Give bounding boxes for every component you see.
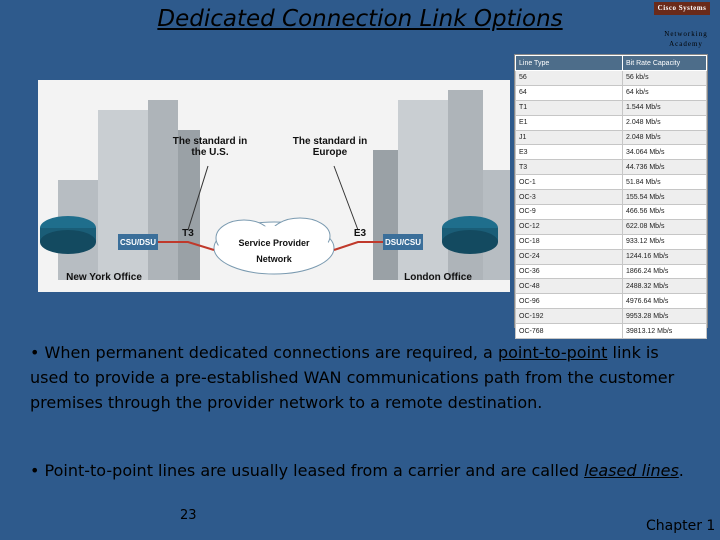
europe-pointer-line <box>333 165 359 231</box>
cell-bit-rate: 1866.24 Mb/s <box>622 263 707 280</box>
label-new-york-office: New York Office <box>66 272 142 283</box>
right-csu-dsu-icon <box>383 234 423 250</box>
cell-bit-rate: 155.54 Mb/s <box>622 189 707 206</box>
label-europe-standard: The standard in Europe <box>292 136 368 158</box>
right-router-icon <box>442 216 498 254</box>
cell-line-type: 56 <box>515 70 623 86</box>
left-building-icon <box>58 100 200 280</box>
para1-text-pre: • When permanent dedicated connections a… <box>30 343 498 362</box>
cell-line-type: T3 <box>515 159 623 176</box>
provider-cloud-icon <box>213 217 335 275</box>
page-number: 23 <box>180 508 197 523</box>
para2-text-post: . <box>678 461 684 480</box>
cell-line-type: T1 <box>515 99 623 116</box>
header-bit-rate: Bit Rate Capacity <box>622 55 707 71</box>
cell-bit-rate: 2488.32 Mb/s <box>622 278 707 295</box>
cell-bit-rate: 1.544 Mb/s <box>622 99 707 116</box>
cell-bit-rate: 2.048 Mb/s <box>622 129 707 146</box>
paragraph-point-to-point: • When permanent dedicated connections a… <box>30 340 700 415</box>
cell-line-type: E3 <box>515 144 623 161</box>
label-cloud-line1: Service Provider <box>238 238 310 248</box>
cell-line-type: OC-192 <box>515 308 623 325</box>
cell-bit-rate: 51.84 Mb/s <box>622 174 707 191</box>
paragraph-leased-lines: • Point-to-point lines are usually lease… <box>30 458 700 483</box>
cisco-academy-logo: Cisco Systems Networking Academy <box>652 0 718 50</box>
logo-line-1: Networking <box>664 30 708 38</box>
point-to-point-link[interactable]: point-to-point <box>497 343 608 362</box>
cell-bit-rate: 933.12 Mb/s <box>622 233 707 250</box>
left-router-icon <box>40 216 96 254</box>
cell-line-type: 64 <box>515 84 623 101</box>
cell-bit-rate: 64 kb/s <box>622 84 707 101</box>
para2-text-pre: • Point-to-point lines are usually lease… <box>30 461 585 480</box>
label-cloud-line2: Network <box>256 254 292 264</box>
label-us-standard: The standard in the U.S. <box>172 136 248 158</box>
cell-line-type: OC-768 <box>515 323 623 340</box>
cell-line-type: E1 <box>515 114 623 131</box>
cell-bit-rate: 1244.16 Mb/s <box>622 248 707 265</box>
slide-title: Dedicated Connection Link Options <box>157 6 563 32</box>
left-csu-dsu-icon <box>118 234 158 250</box>
cell-line-type: OC-1 <box>515 174 623 191</box>
cell-bit-rate: 2.048 Mb/s <box>622 114 707 131</box>
cell-line-type: OC-3 <box>515 189 623 206</box>
logo-brand: Cisco Systems <box>654 2 710 15</box>
label-csu-left: CSU/DSU <box>119 238 156 247</box>
cell-bit-rate: 34.064 Mb/s <box>622 144 707 161</box>
cell-bit-rate: 56 kb/s <box>622 70 707 86</box>
network-diagram: The standard in the U.S. The standard in… <box>38 80 510 292</box>
cell-bit-rate: 4976.64 Mb/s <box>622 293 707 310</box>
cell-line-type: OC-36 <box>515 263 623 280</box>
cell-bit-rate: 466.56 Mb/s <box>622 204 707 220</box>
para1-text-post: link is used to provide a pre-establishe… <box>30 343 675 412</box>
logo-line-2: Academy <box>669 40 703 48</box>
cell-line-type: OC-96 <box>515 293 623 310</box>
right-building-icon <box>373 90 510 280</box>
label-csu-right: DSU/CSU <box>384 238 421 247</box>
leased-lines-link[interactable]: leased lines <box>584 461 679 480</box>
cell-line-type: OC-18 <box>515 233 623 250</box>
label-e3: E3 <box>353 228 367 239</box>
cell-line-type: OC-9 <box>515 204 623 220</box>
cell-bit-rate: 9953.28 Mb/s <box>622 308 707 325</box>
e3-link <box>333 241 383 251</box>
chapter-label: Chapter 1 <box>646 518 716 534</box>
cell-bit-rate: 39813.12 Mb/s <box>622 323 707 340</box>
header-line-type: Line Type <box>515 55 623 71</box>
cell-bit-rate: 622.08 Mb/s <box>622 218 707 235</box>
t3-link <box>158 241 215 251</box>
cell-line-type: OC-48 <box>515 278 623 295</box>
cell-line-type: OC-24 <box>515 248 623 265</box>
label-london-office: London Office <box>404 272 472 283</box>
cell-line-type: OC-12 <box>515 218 623 235</box>
diagram-graphics <box>40 90 510 280</box>
cell-line-type: J1 <box>515 129 623 146</box>
us-pointer-line <box>187 165 209 231</box>
label-t3: T3 <box>182 228 194 239</box>
cell-bit-rate: 44.736 Mb/s <box>622 159 707 176</box>
